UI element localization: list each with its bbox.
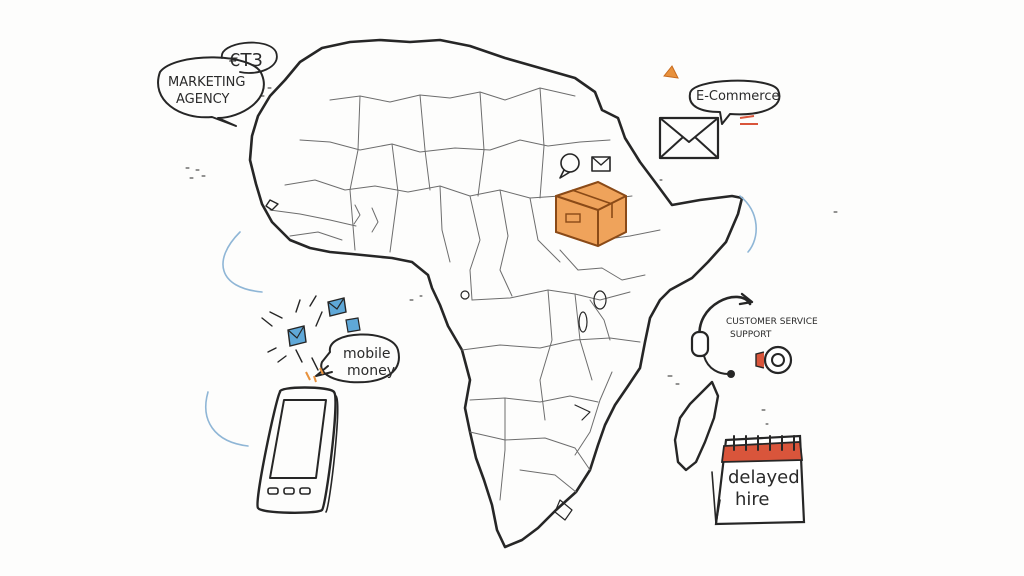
customer-service-callout: CUSTOMER SERVICE SUPPORT	[690, 292, 818, 378]
ecommerce-callout: E-Commerce	[658, 65, 781, 160]
marketing-line2: AGENCY	[176, 92, 230, 107]
mobile-line1: mobile	[343, 346, 390, 362]
africa-outline	[248, 38, 744, 549]
headset-icon	[690, 292, 754, 378]
flying-envelopes	[287, 297, 361, 347]
marketing-line1: MARKETING	[168, 75, 245, 90]
package-box-icon	[555, 153, 627, 248]
speech-bubble-icon	[559, 153, 580, 179]
delayed-line1: delayed	[728, 467, 800, 488]
customer-line1: CUSTOMER SERVICE	[726, 317, 818, 327]
dial-icon	[755, 345, 793, 375]
marketing-agency-callout: €T3 MARKETING AGENCY	[157, 41, 278, 179]
mobile-money-callout: mobile money	[261, 295, 400, 384]
marketing-scribble: €T3	[229, 50, 263, 71]
ecommerce-label: E-Commerce	[696, 89, 779, 104]
calendar-icon: delayed hire	[711, 434, 806, 526]
delayed-line2: hire	[735, 489, 770, 510]
envelope-icon	[658, 116, 720, 160]
africa-map	[248, 38, 744, 549]
small-envelope-icon	[591, 156, 611, 172]
connector-arcs	[205, 195, 757, 447]
smartphone-icon	[256, 386, 339, 514]
sketch-marks	[409, 179, 838, 425]
customer-line2: SUPPORT	[730, 330, 772, 340]
madagascar-outline	[673, 380, 720, 472]
mobile-line2: money	[347, 363, 395, 379]
